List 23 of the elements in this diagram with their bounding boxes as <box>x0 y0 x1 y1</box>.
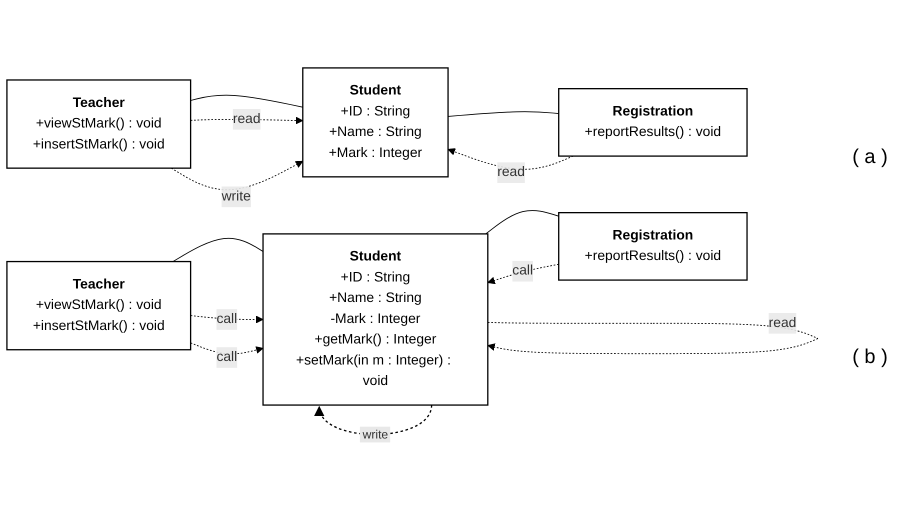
connector <box>448 111 560 118</box>
figure-label: ( a ) <box>851 146 889 168</box>
connector <box>190 94 304 108</box>
node-box: Teacher +viewStMark() : void +insertStMark() : void <box>6 261 192 351</box>
node-box: Student +ID : String +Name : String -Mark : Integer +getMark() : Integer +setMark(in m : Integer) : void <box>262 233 488 406</box>
node-box: Teacher +viewStMark() : void +insertStMark() : void <box>6 80 192 169</box>
connector <box>172 238 264 262</box>
connector <box>485 210 560 235</box>
edge-label: read <box>232 112 261 126</box>
edge-label: read <box>768 316 796 330</box>
figure-label: ( b ) <box>851 346 889 368</box>
edge-label: call <box>512 264 534 278</box>
node-box: Registration +reportResults() : void <box>558 212 748 281</box>
node-box: Registration +reportResults() : void <box>558 88 748 157</box>
edge-label: write <box>222 189 251 204</box>
edge-label: write <box>362 428 388 442</box>
arrow <box>190 315 264 324</box>
arrow <box>190 342 264 355</box>
edge-label: read <box>497 165 525 180</box>
arrow <box>487 264 560 284</box>
node-box: Student +ID : String +Name : String +Mark : Integer <box>302 67 449 178</box>
edge-label: call <box>216 312 238 327</box>
edge-label: call <box>216 350 238 365</box>
